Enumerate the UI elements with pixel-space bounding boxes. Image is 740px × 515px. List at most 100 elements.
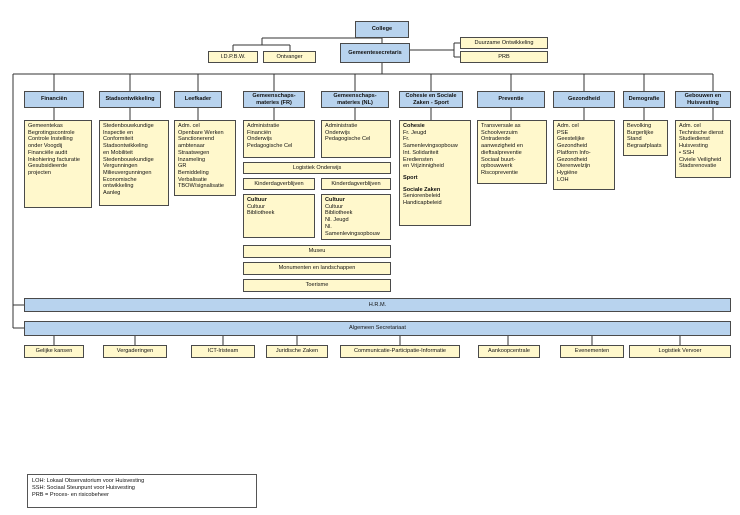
bottom-unit-juridische-zaken: Juridische Zaken <box>266 345 328 358</box>
cohesie-heading: Cohesie <box>403 123 425 129</box>
list-item: Inzameling <box>178 156 206 163</box>
idpbw-label: I.D.P.B.W. <box>220 53 246 60</box>
list-item: Openbare Werken <box>178 129 224 136</box>
dept-header-financien: Financiën <box>24 91 84 108</box>
list-item: Dierenwelzijn <box>557 163 591 170</box>
dept-items-stadsontwikkeling: Stedenbouwkundige Inspectie en Conformit… <box>99 120 169 206</box>
list-item: GR <box>178 163 187 170</box>
list-item: Schoolverzuim <box>481 129 518 136</box>
museu-box: Museu <box>243 245 391 258</box>
college-box: College <box>355 21 409 38</box>
list-item: aanwezigheid en <box>481 143 523 150</box>
dept-title: Gebouwen en Huisvesting <box>684 92 722 106</box>
bottom-unit-label: ICT-Iristeam <box>207 348 239 355</box>
dept-title: Financiën <box>40 96 68 103</box>
list-item: Gezondheid <box>557 156 588 163</box>
list-item: dieftsalpreventie <box>481 149 522 156</box>
list-item: Begraafplaats <box>627 143 662 150</box>
list-item: Vergunningen <box>103 163 138 170</box>
legend: LOH: Lokaal Observatorium voor Huisvesti… <box>27 474 257 508</box>
list-item: Geestelijke <box>557 136 585 143</box>
list-item: Financiën <box>247 129 272 136</box>
college-label: College <box>371 26 393 33</box>
list-item: Gemeentekas <box>28 123 63 129</box>
museu-label: Museu <box>308 248 326 255</box>
list-item: Inkohiering facturatie <box>28 156 80 163</box>
ontvanger-box: Ontvanger <box>263 51 316 63</box>
dept-items-leefkader: Adm. cel Openbare Werken Sanctionerend a… <box>174 120 236 196</box>
logistiek-onderwijs-box: Logistiek Onderwijs <box>243 162 391 174</box>
list-item: Transversale as <box>481 123 521 129</box>
kinderdagverblijven-nl-box: Kinderdagverblijven <box>321 178 391 190</box>
list-item: Stadsontwikkeling <box>103 143 148 150</box>
list-item: Fr. Jeugd <box>403 129 427 136</box>
list-item: Fr. <box>403 136 410 143</box>
dept-title: Preventie <box>498 96 524 103</box>
list-item: Administratie <box>325 123 358 129</box>
list-item: Verbalisatie <box>178 176 207 183</box>
dept-header-gezondheid: Gezondheid <box>553 91 615 108</box>
list-item: Adm. cel <box>557 123 579 129</box>
sociale-zaken-heading: Sociale Zaken <box>403 186 441 193</box>
logistiek-label: Logistiek Onderwijs <box>292 164 342 171</box>
list-item: Straatwegen <box>178 149 210 156</box>
toerisme-label: Toerisme <box>305 282 329 289</box>
bottom-unit-vergaderingen: Vergaderingen <box>103 345 167 358</box>
list-item: Adm. cel <box>178 123 200 129</box>
hrm-label: H.R.M. <box>368 301 387 308</box>
dept-header-gemeenschap-nl: Gemeenschaps-materies (NL) <box>321 91 389 108</box>
dept-header-demografie: Demografie <box>623 91 665 108</box>
list-item: Huisvesting <box>679 143 708 150</box>
legend-item: SSH: Sociaal Steunpunt voor Huisvesting <box>32 484 135 491</box>
cultuur-nl-heading: Cultuur <box>325 197 345 203</box>
cultuur-fr-heading: Cultuur <box>247 197 267 203</box>
bottom-unit-communicatie: Communicatie-Participatie-Informatie <box>340 345 460 358</box>
list-item: Adm. cel <box>679 123 701 129</box>
list-item: Bibliotheek <box>325 210 353 217</box>
sport-heading: Sport <box>403 174 418 181</box>
list-item: • SSH <box>679 149 695 156</box>
idpbw-box: I.D.P.B.W. <box>208 51 258 63</box>
list-item: Seniorenbeleid <box>403 193 441 200</box>
list-item: Cultuur <box>247 203 266 210</box>
hrm-bar: H.R.M. <box>24 298 731 312</box>
list-item: Nl. <box>325 223 332 230</box>
kdv-nl-label: Kinderdagverblijven <box>331 180 381 187</box>
list-item: Controle Instelling <box>28 136 73 143</box>
dept-title: Gezondheid <box>567 96 600 103</box>
list-item: Onderwijs <box>325 129 350 136</box>
bottom-unit-evenementen: Evenementen <box>560 345 624 358</box>
dept-items-financien: Gemeentekas Begrotingscontrole Controle … <box>24 120 92 208</box>
list-item: Pedagogische Cel <box>325 136 371 143</box>
list-item: Stedenbouwkundige <box>103 123 154 129</box>
list-item: Samenlevingsopbouw <box>325 230 380 237</box>
list-item: Stadsrenovatie <box>679 163 717 170</box>
duurzame-box: Duurzame Ontwikkeling <box>460 37 548 49</box>
dept-title: Leefkader <box>184 96 212 103</box>
bottom-unit-label: Communicatie-Participatie-Informatie <box>353 348 447 355</box>
cultuur-nl-box: Cultuur Cultuur Bibliotheek Nl. Jeugd Nl… <box>321 194 391 240</box>
legend-item: PRB = Proces- en risicobeheer <box>32 491 109 498</box>
cultuur-fr-box: Cultuur Cultuur Bibliotheek <box>243 194 315 238</box>
bottom-unit-label: Aankoopcentrale <box>488 348 530 355</box>
algemeen-secretariaat-bar: Algemeen Secretariaat <box>24 321 731 336</box>
list-item: opbouwwerk <box>481 163 513 170</box>
dept-items-demografie: Bevolking Burgerlijke Stand Begraafplaat… <box>623 120 668 156</box>
dept-header-cohesie: Cohesie en Sociale Zaken - Sport <box>399 91 463 108</box>
list-item: Gesubsidieerde <box>28 163 68 170</box>
list-item: Sociaal buurt- <box>481 156 516 163</box>
bottom-unit-label: Vergaderingen <box>116 348 154 355</box>
list-item: Riscopreventie <box>481 169 518 176</box>
bottom-unit-label: Logistiek Vervoer <box>658 348 702 355</box>
list-item: onder Voogdij <box>28 143 63 150</box>
list-item: Conformiteit <box>103 136 134 143</box>
dept-header-gemeenschap-fr: Gemeenschaps-materies (FR) <box>243 91 305 108</box>
dept-items-gemeenschap-nl: Administratie Onderwijs Pedagogische Cel <box>321 120 391 158</box>
list-item: Aanleg <box>103 190 121 197</box>
list-item: projecten <box>28 169 52 176</box>
list-item: Milieuvergunningen <box>103 169 152 176</box>
list-item: Nl. Jeugd <box>325 217 349 224</box>
list-item: en Vrijzinnigheid <box>403 163 444 170</box>
list-item: Technische dienst <box>679 129 724 136</box>
